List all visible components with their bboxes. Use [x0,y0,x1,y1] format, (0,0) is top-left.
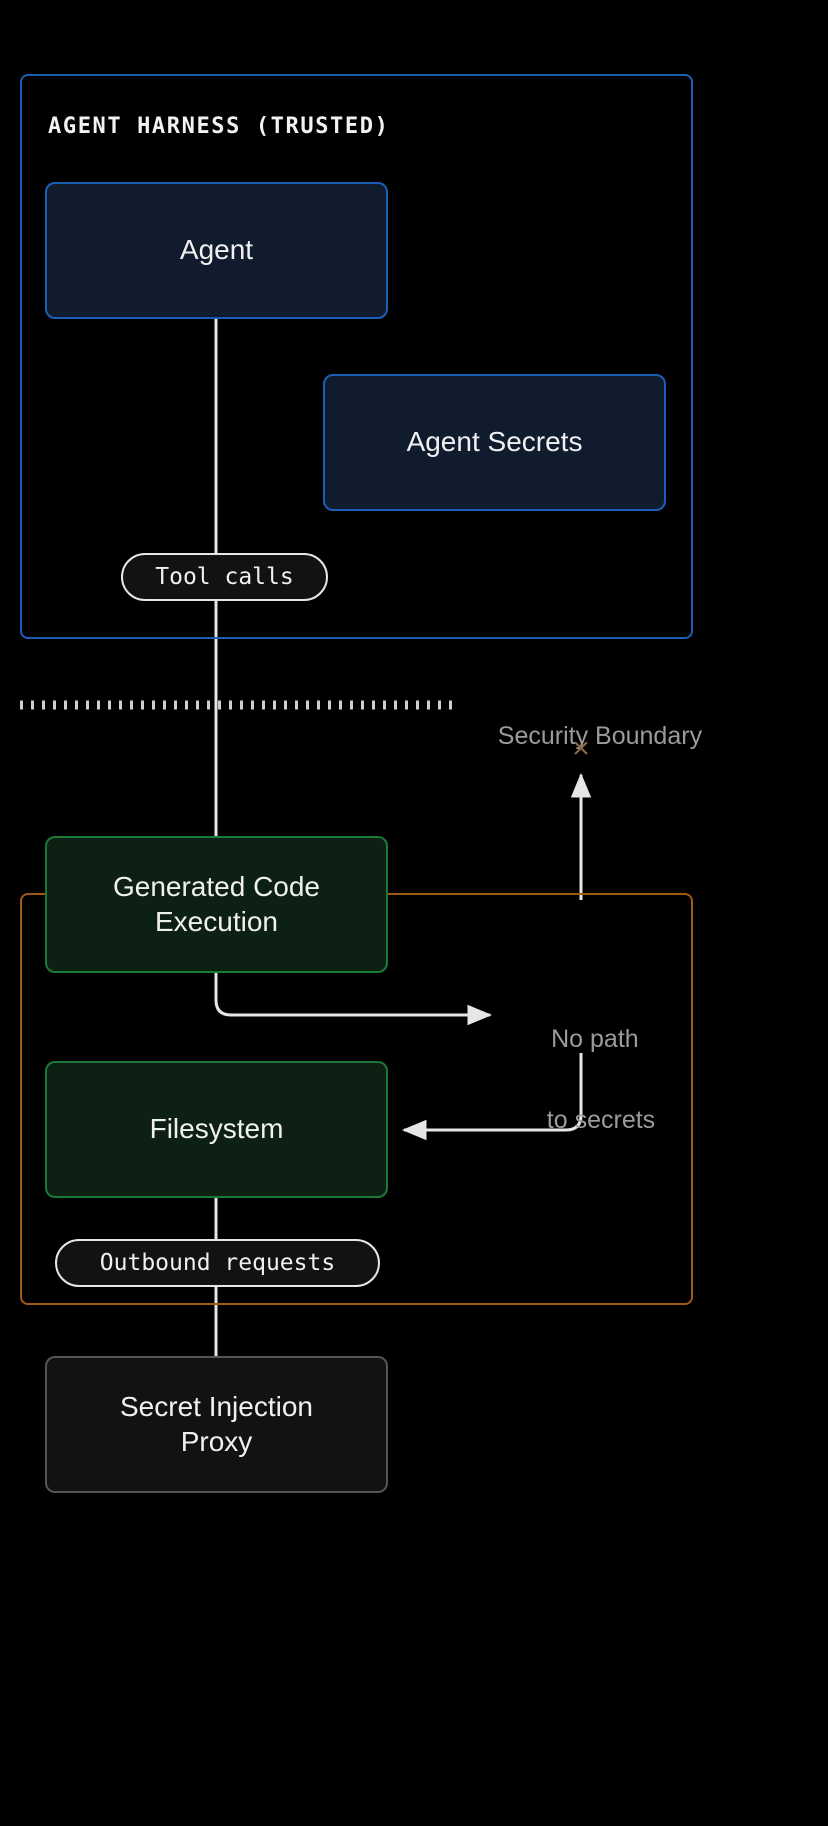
node-generated-code-execution-label: Generated Code Execution [113,870,320,938]
boundary-cross-glyph: × [572,732,590,765]
edge-label-tool-calls-text: Tool calls [155,564,294,590]
node-generated-code-execution-label-line2: Execution [155,905,278,937]
node-filesystem[interactable]: Filesystem [45,1061,388,1198]
annotation-no-path-to-secrets: No path to secrets [519,978,655,1181]
node-secret-injection-proxy[interactable]: Secret Injection Proxy [45,1356,388,1493]
node-secret-injection-proxy-label: Secret Injection Proxy [120,1390,313,1458]
node-generated-code-execution-label-line1: Generated Code [112,871,321,903]
edge-label-outbound-requests: Outbound requests [55,1239,380,1287]
node-agent-secrets[interactable]: Agent Secrets [323,374,666,511]
group-agent-harness: AGENT HARNESS (TRUSTED) [20,74,693,639]
edge-label-tool-calls: Tool calls [121,553,328,601]
boundary-cross-icon: × [566,732,596,766]
node-agent-label: Agent [179,234,254,266]
node-secret-injection-proxy-label-line1: Secret Injection [120,1391,313,1423]
security-boundary-label: Security Boundary [470,690,702,784]
annotation-no-path-line1: No path [551,1024,639,1053]
group-agent-harness-title: AGENT HARNESS (TRUSTED) [48,114,390,139]
edge-label-outbound-requests-text: Outbound requests [99,1250,336,1276]
security-boundary-label-text: Security Boundary [497,722,703,751]
node-agent[interactable]: Agent [45,182,388,319]
node-filesystem-label: Filesystem [149,1113,284,1145]
node-generated-code-execution[interactable]: Generated Code Execution [45,836,388,973]
node-agent-secrets-label: Agent Secrets [406,426,583,458]
annotation-no-path-line2: to secrets [546,1105,656,1134]
node-secret-injection-proxy-label-line2: Proxy [180,1425,253,1457]
